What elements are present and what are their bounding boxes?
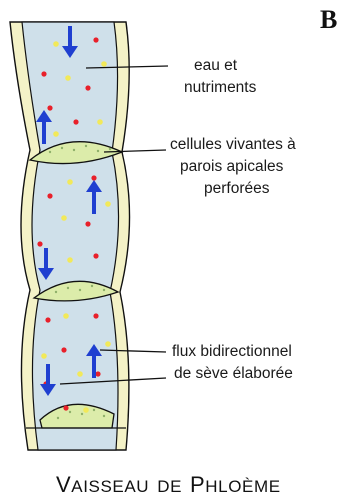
caption-word-aisseau: AISSEAU	[71, 477, 149, 496]
panel-letter: B	[320, 5, 337, 34]
caption-word-hloeme: HLOÈME	[205, 477, 280, 496]
label-cells-line2: parois apicales	[180, 158, 284, 175]
label-flux-line2: de sève élaborée	[174, 365, 293, 382]
label-cells-line1: cellules vivantes à	[170, 136, 296, 153]
caption-word-de: DE	[157, 477, 182, 496]
caption: VAISSEAU DE PHLOÈME	[56, 472, 281, 497]
vessel-lumen	[22, 22, 119, 450]
label-flux-line1: flux bidirectionnel	[172, 343, 292, 360]
label-water-line1: eau et	[194, 57, 238, 74]
caption-initial-v: V	[56, 472, 71, 497]
label-water-line2: nutriments	[184, 79, 257, 96]
label-cells-line3: perforées	[204, 180, 270, 197]
caption-initial-p: P	[190, 472, 205, 497]
